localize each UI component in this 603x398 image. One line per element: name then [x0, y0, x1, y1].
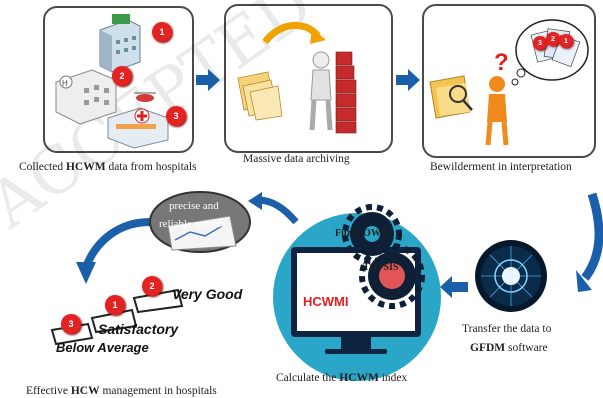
reports-illustration — [149, 191, 251, 253]
badge-bewilder-1: 1 — [559, 34, 573, 48]
arrow-curve-down — [581, 192, 603, 281]
rank-label-satisfactory: Satisfactory — [98, 321, 179, 337]
badge-rank-3: 3 — [61, 314, 81, 334]
caption-bewilder: Bewilderment in interpretation — [430, 161, 572, 173]
caption-calculate: Calculate the HCWM index — [276, 372, 408, 384]
arrow-curve-up — [257, 196, 299, 225]
caption-collect: Collected HCWM data from hospitals — [19, 161, 197, 173]
badge-bewilder-2: 2 — [546, 32, 560, 46]
badge-rank-2: 2 — [142, 276, 162, 296]
rank-label-very-good: Very Good — [172, 286, 243, 302]
svg-text:H: H — [62, 79, 68, 88]
badge-bewilder-3: 3 — [533, 36, 547, 50]
ranking-podium — [50, 288, 184, 346]
fuzzy-owa-label: Fuzzy OWA — [335, 228, 387, 239]
arrow-curve-left — [81, 218, 151, 272]
hospital-buildings-illustration: H — [55, 14, 169, 149]
reports-line2: reliable reports — [159, 218, 226, 230]
svg-text:?: ? — [494, 49, 509, 76]
badge-rank-1: 1 — [105, 295, 125, 315]
caption-transfer-line2: GFDM software — [470, 342, 548, 354]
topsis-label: TOPSIS — [363, 262, 399, 273]
archiving-illustration — [237, 21, 357, 134]
gfdm-globe-icon — [475, 240, 547, 312]
caption-effective: Effective HCW management in hospitals — [26, 385, 217, 397]
hcwmi-screen-label: HCWMI — [303, 294, 349, 309]
badge-collect-1: 1 — [152, 22, 172, 42]
arrow-right-2 — [396, 69, 420, 91]
arrow-right-1 — [196, 69, 220, 91]
badge-collect-2: 2 — [112, 66, 132, 86]
flow-arrows — [76, 69, 603, 298]
caption-archive: Massive data archiving — [243, 153, 350, 165]
rank-label-below-average: Below Average — [56, 340, 149, 355]
hcwmi-monitor-illustration — [273, 204, 441, 381]
arrow-left-1 — [440, 276, 468, 298]
badge-collect-3: 3 — [166, 106, 186, 126]
caption-transfer-line1: Transfer the data to — [462, 323, 552, 335]
reports-line1: precise and — [169, 200, 219, 212]
